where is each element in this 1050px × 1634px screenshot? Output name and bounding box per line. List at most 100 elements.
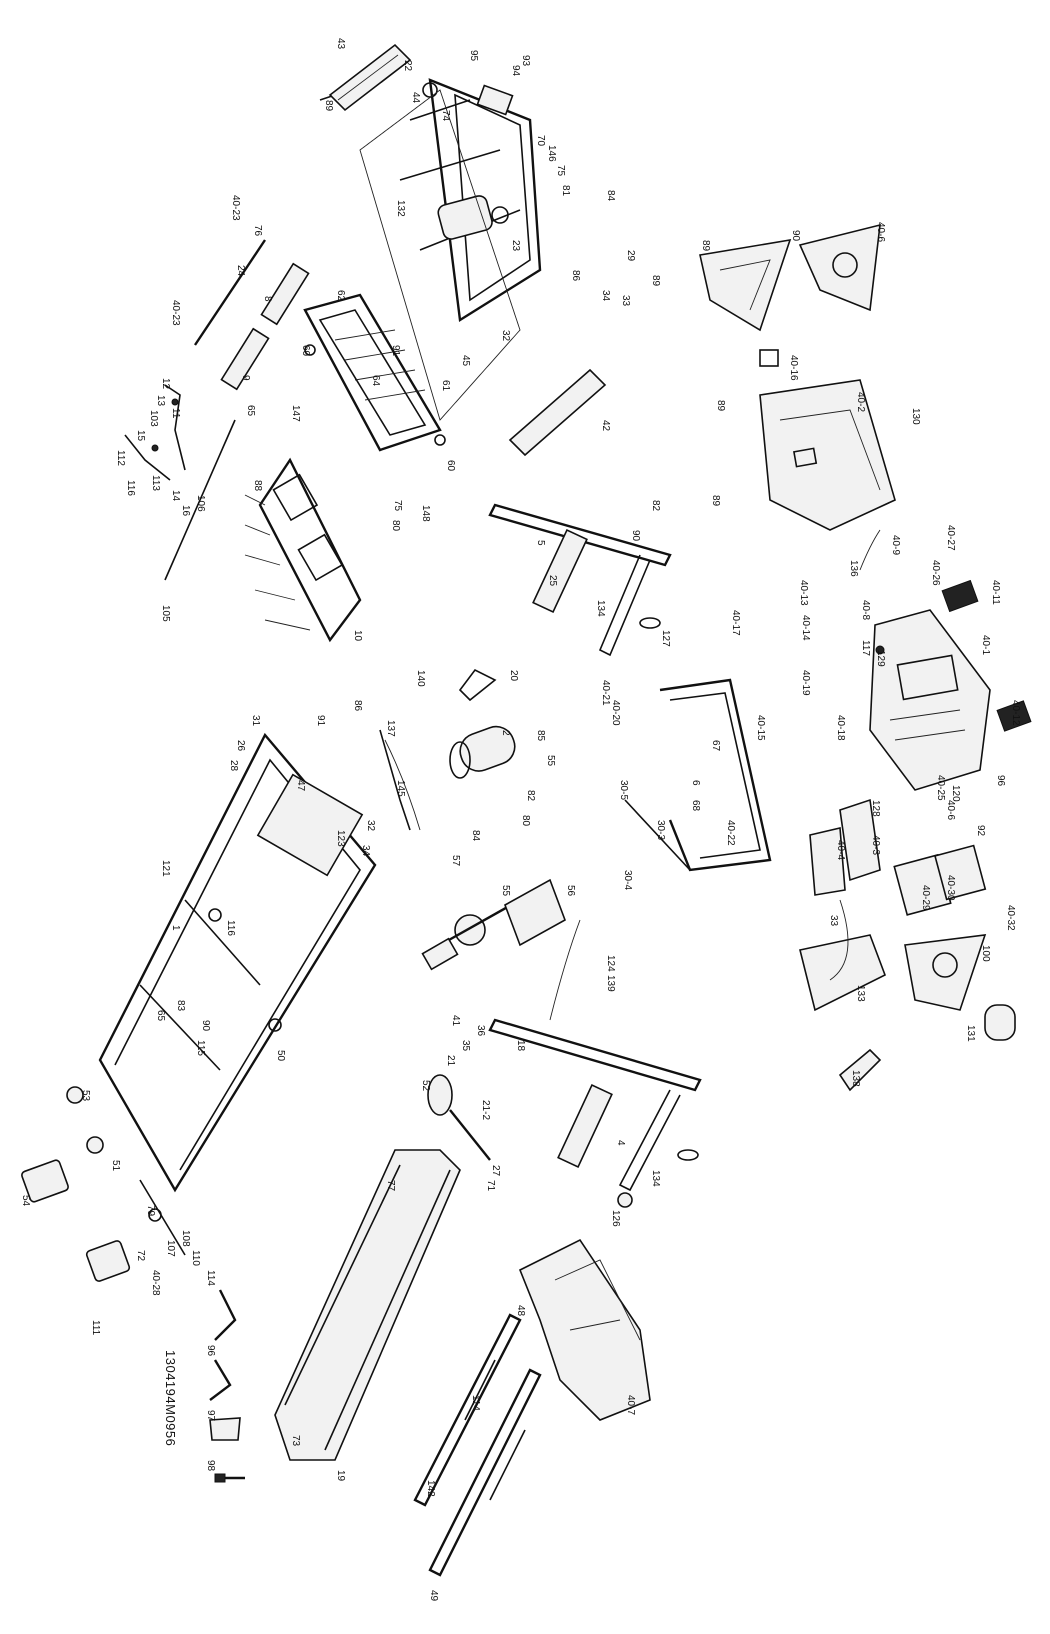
part-label: 21 (445, 1055, 456, 1067)
side-covers-bottom (799, 934, 1016, 1092)
part-label: 73 (290, 1435, 301, 1447)
part-label: 108 (180, 1230, 191, 1247)
part-label: 5 (535, 540, 546, 546)
part-label: 91 (315, 715, 326, 727)
part-label: 40-13 (798, 580, 809, 606)
part-label: 40-9 (890, 535, 901, 556)
part-label: 64 (370, 375, 381, 387)
rail-cover-mid (508, 368, 607, 457)
part-label: 52 (420, 1080, 431, 1092)
part-label: 40-32 (1005, 905, 1016, 931)
part-label: 90 (790, 230, 801, 242)
part-label: 22 (402, 60, 413, 72)
part-label: 40-6 (875, 222, 886, 243)
part-label: 40-4 (835, 840, 846, 861)
part-label: 84 (470, 830, 481, 842)
part-label: 95 (468, 50, 479, 62)
part-label: 115 (195, 1040, 206, 1056)
part-label: 89 (700, 240, 711, 252)
part-label: 112 (115, 450, 126, 466)
part-label: 124 (605, 955, 616, 972)
part-label: 14 (170, 490, 181, 502)
part-label: 50 (275, 1050, 286, 1062)
part-label: 23 (510, 240, 521, 252)
tools (209, 1289, 245, 1483)
part-label: 47 (295, 780, 306, 792)
part-label: 40-23 (230, 195, 241, 221)
part-label: 20 (508, 670, 519, 682)
part-label: 26 (235, 740, 246, 752)
part-label: 131 (965, 1025, 976, 1042)
part-label: 32 (365, 820, 376, 832)
part-label: 40-12 (1010, 700, 1021, 726)
part-label: 55 (545, 755, 556, 767)
part-label: 32 (500, 330, 511, 342)
part-label: 36 (475, 1025, 486, 1037)
part-label: 53 (80, 1090, 91, 1102)
part-label: 8 (262, 296, 273, 302)
part-label: 81 (560, 185, 571, 197)
part-label: 40-27 (945, 525, 956, 551)
part-label: 60 (300, 345, 311, 357)
part-label: 113 (150, 475, 161, 491)
part-label: 75 (392, 500, 403, 512)
part-label: 71 (485, 1180, 496, 1192)
part-label: 132 (395, 200, 406, 217)
part-label: 139 (605, 975, 616, 992)
console-front (869, 579, 1032, 791)
part-label: 79 (145, 1205, 156, 1217)
part-label: 40-26 (930, 560, 941, 586)
part-label: 76 (252, 225, 263, 237)
part-label: 89 (715, 400, 726, 412)
part-label: 142 (425, 1480, 436, 1497)
part-label: 94 (510, 65, 521, 77)
part-label: 93 (520, 55, 531, 67)
part-label: 40-30 (945, 875, 956, 901)
part-label: 80 (390, 520, 401, 532)
front-roller (427, 1074, 491, 1161)
part-label: 40-16 (788, 355, 799, 381)
part-label: 40-7 (625, 1395, 636, 1416)
part-label: 12 (160, 378, 171, 390)
part-label: 92 (975, 825, 986, 837)
drawing-code: 1304194M0956 (163, 1350, 178, 1447)
side-covers-top (699, 223, 881, 332)
part-label: 136 (848, 560, 859, 577)
part-label: 35 (460, 1040, 471, 1052)
roller-rods (164, 239, 310, 581)
part-label: 96 (995, 775, 1006, 787)
part-label: 116 (125, 480, 136, 496)
part-label: 146 (546, 145, 557, 162)
part-label: 127 (660, 630, 671, 647)
part-label: 89 (323, 100, 334, 112)
part-label: 134 (595, 600, 606, 617)
part-label: 137 (385, 720, 396, 737)
part-label: 13 (155, 395, 166, 407)
part-label: 40-19 (800, 670, 811, 696)
part-label: 1 (170, 925, 181, 931)
part-label: 86 (352, 700, 363, 712)
upright-left (488, 1018, 702, 1208)
part-label: 77 (385, 1180, 396, 1192)
part-label: 43 (335, 38, 346, 50)
part-label: 147 (290, 405, 301, 422)
drive-motor (379, 668, 516, 831)
part-label: 55 (500, 885, 511, 897)
part-label: 34 (600, 290, 611, 302)
part-label: 25 (547, 575, 558, 587)
part-label: 9 (240, 375, 251, 381)
rear-hardware (139, 1179, 186, 1256)
part-label: 48 (515, 1305, 526, 1317)
running-deck-belt (274, 1149, 461, 1461)
part-label: 88 (252, 480, 263, 492)
part-label: 40-15 (755, 715, 766, 741)
part-label: 33 (620, 295, 631, 307)
part-label: 33 (828, 915, 839, 927)
upright-right (488, 503, 672, 657)
part-label: 65 (245, 405, 256, 417)
part-label: 10 (352, 630, 363, 642)
part-label: 51 (110, 1160, 121, 1172)
part-label: 74 (440, 110, 451, 122)
